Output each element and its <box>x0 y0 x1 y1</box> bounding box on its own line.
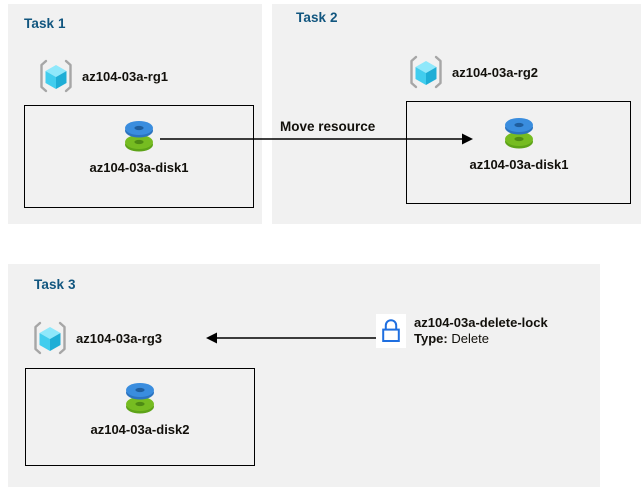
lock-type-label: Type: <box>414 331 448 346</box>
resource-group-label-task3: az104-03a-rg3 <box>76 330 162 346</box>
move-resource-label: Move resource <box>280 119 376 134</box>
lock-icon <box>376 314 406 348</box>
lock-applies-arrow <box>206 332 377 344</box>
resource-group-label-task2: az104-03a-rg2 <box>452 64 538 80</box>
resource-group-task1: az104-03a-rg1 <box>36 56 168 96</box>
resource-group-task3: az104-03a-rg3 <box>30 318 162 358</box>
lock-name: az104-03a-delete-lock <box>414 315 548 330</box>
lock-type-row: Type: Delete <box>414 331 548 347</box>
resource-disk-task1: az104-03a-disk1 <box>69 113 209 175</box>
resource-disk-label-task3: az104-03a-disk2 <box>90 422 190 437</box>
managed-disk-icon <box>70 375 210 419</box>
task-title-task1: Task 1 <box>24 16 66 31</box>
managed-disk-icon <box>69 113 209 157</box>
resource-disk-task2: az104-03a-disk1 <box>449 110 589 172</box>
resource-lock-task3: az104-03a-delete-lock Type: Delete <box>376 314 548 348</box>
resource-disk-label-task1: az104-03a-disk1 <box>89 160 189 175</box>
lock-text-block: az104-03a-delete-lock Type: Delete <box>414 315 548 347</box>
resource-group-icon <box>36 56 76 96</box>
resource-group-icon <box>406 52 446 92</box>
resource-disk-label-task2: az104-03a-disk1 <box>469 157 569 172</box>
task-title-task3: Task 3 <box>34 277 76 292</box>
lock-type-value: Delete <box>451 331 489 346</box>
resource-disk-task3: az104-03a-disk2 <box>70 375 210 437</box>
managed-disk-icon <box>449 110 589 154</box>
resource-group-task2: az104-03a-rg2 <box>406 52 538 92</box>
task-title-task2: Task 2 <box>296 10 338 25</box>
resource-group-icon <box>30 318 70 358</box>
resource-group-label-task1: az104-03a-rg1 <box>82 68 168 84</box>
move-resource-arrow <box>160 133 473 145</box>
